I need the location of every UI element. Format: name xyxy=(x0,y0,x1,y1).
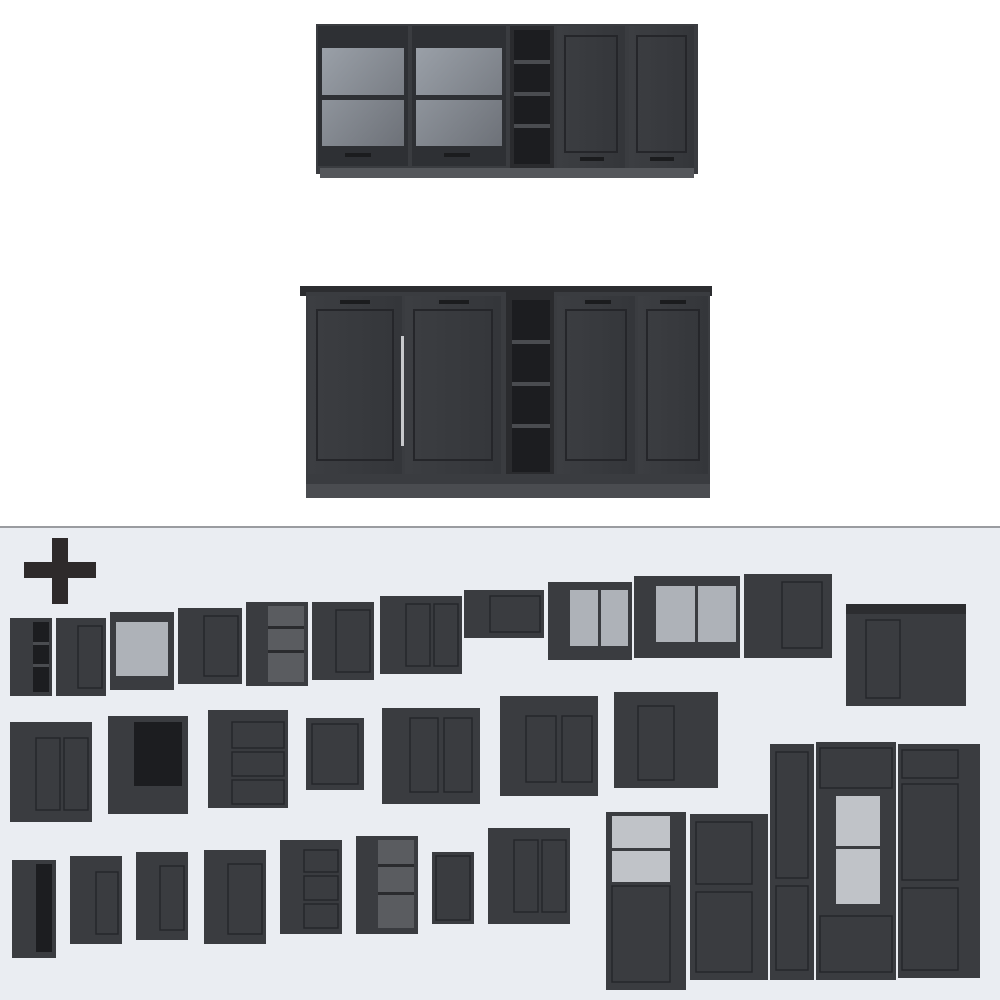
catalog-row-wall-units xyxy=(10,574,966,706)
base-corner-cabinet xyxy=(846,604,966,706)
base-drawer-door-double xyxy=(500,696,598,796)
tall-pantry-unit xyxy=(690,814,768,980)
glass-door-right xyxy=(412,26,506,166)
open-shelf-unit xyxy=(510,26,554,168)
wall-cabinet-single-wide xyxy=(178,608,242,684)
base-drawer-door xyxy=(204,850,266,944)
open-shelf-wide xyxy=(246,602,308,686)
catalog-tall-units xyxy=(606,742,980,990)
base-open-shelf-wide xyxy=(356,836,418,934)
base-drawers-three xyxy=(208,710,288,808)
wall-cabinet-double xyxy=(380,596,462,674)
base-oven-housing xyxy=(108,716,188,814)
wall-corner-cabinet xyxy=(744,574,832,658)
wall-glass-single xyxy=(110,612,174,690)
open-shelf-narrow xyxy=(10,618,52,696)
base-cabinet-set xyxy=(300,286,712,498)
base-single-door-1 xyxy=(70,856,122,944)
wall-cabinet-single-2 xyxy=(312,602,374,680)
wall-glass-wide xyxy=(634,576,740,658)
base-open-shelf-narrow xyxy=(12,860,56,958)
panel-door-pair xyxy=(557,26,694,168)
plus-icon xyxy=(24,538,96,604)
dishwasher-panel xyxy=(306,718,364,790)
base-sink-cabinet xyxy=(382,708,480,804)
wall-cabinet-set xyxy=(316,24,698,178)
base-corner-blind xyxy=(614,692,718,788)
tall-oven-housing xyxy=(816,742,896,980)
dishwasher-front-small xyxy=(432,852,474,924)
wall-cabinet-single xyxy=(56,618,106,696)
catalog-row-small-base-units xyxy=(12,828,570,958)
base-drawers-narrow xyxy=(280,840,342,934)
base-sink-double xyxy=(10,722,92,822)
wall-hood-cabinet xyxy=(464,590,544,638)
base-double-door xyxy=(488,828,570,924)
wall-glass-double xyxy=(548,582,632,660)
base-single-door-2 xyxy=(136,852,188,940)
tall-narrow-unit xyxy=(770,744,814,980)
tall-open-top-unit xyxy=(606,812,686,990)
catalog-row-base-units xyxy=(10,692,718,822)
glass-door-left xyxy=(318,26,408,166)
tall-fridge-housing xyxy=(898,744,980,978)
